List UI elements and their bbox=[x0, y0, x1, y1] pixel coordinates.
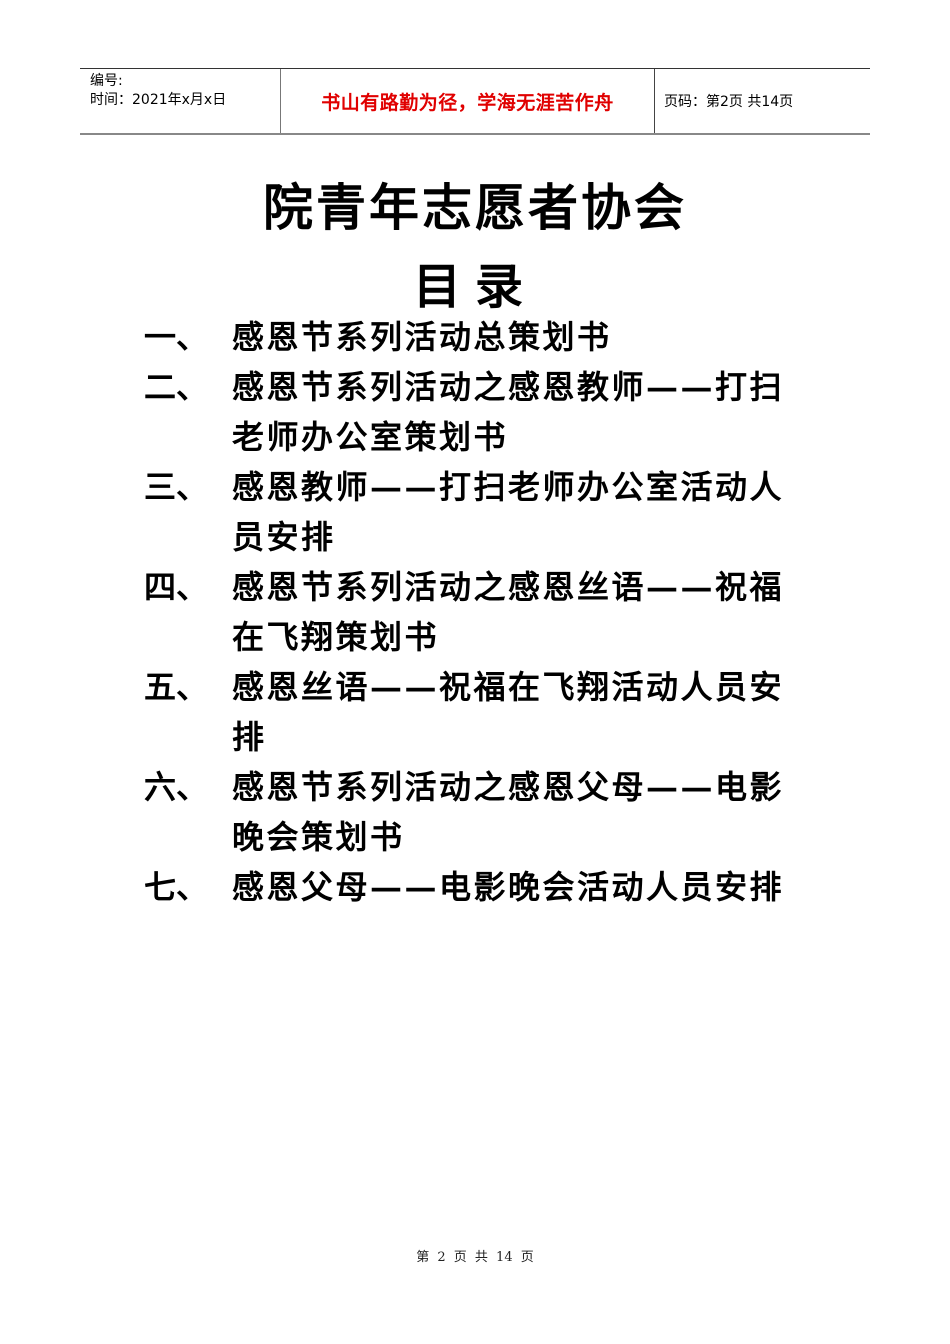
header-page-info: 页码：第2页 共14页 bbox=[664, 94, 794, 110]
toc-item-text: 感恩父母——电影晚会活动人员安排 bbox=[232, 868, 785, 906]
toc-item: 六、 感恩节系列活动之感恩父母——电影晚会策划书 bbox=[144, 762, 824, 862]
toc-item-text: 感恩节系列活动之感恩父母——电影晚会策划书 bbox=[232, 768, 785, 856]
toc-item: 四、 感恩节系列活动之感恩丝语——祝福在飞翔策划书 bbox=[144, 562, 824, 662]
header-meta-cell: 编号: 时间：2021年x月x日 bbox=[80, 69, 281, 133]
toc-heading: 目录 bbox=[412, 259, 537, 315]
toc-item: 三、 感恩教师——打扫老师办公室活动人员安排 bbox=[144, 462, 824, 562]
toc-item-text: 感恩教师——打扫老师办公室活动人员安排 bbox=[232, 468, 785, 556]
toc-item: 一、 感恩节系列活动总策划书 bbox=[144, 312, 824, 362]
header-motto-cell: 书山有路勤为径，学海无涯苦作舟 bbox=[281, 69, 655, 133]
header-motto: 书山有路勤为径，学海无涯苦作舟 bbox=[321, 91, 614, 114]
toc-item-number: 四、 bbox=[144, 568, 209, 606]
page-header: 编号: 时间：2021年x月x日 书山有路勤为径，学海无涯苦作舟 页码：第2页 … bbox=[80, 68, 870, 135]
toc-item-text: 感恩节系列活动总策划书 bbox=[232, 318, 612, 356]
toc-item-number: 一、 bbox=[144, 318, 209, 356]
table-of-contents: 一、 感恩节系列活动总策划书 二、 感恩节系列活动之感恩教师——打扫老师办公室策… bbox=[144, 312, 824, 912]
toc-item: 二、 感恩节系列活动之感恩教师——打扫老师办公室策划书 bbox=[144, 362, 824, 462]
toc-item: 七、 感恩父母——电影晚会活动人员安排 bbox=[144, 862, 824, 912]
document-title: 院青年志愿者协会 bbox=[263, 178, 687, 237]
document-date-label: 时间：2021年x月x日 bbox=[90, 92, 227, 108]
toc-item-number: 三、 bbox=[144, 468, 209, 506]
toc-item-number: 五、 bbox=[144, 668, 209, 706]
toc-item: 五、 感恩丝语——祝福在飞翔活动人员安排 bbox=[144, 662, 824, 762]
toc-item-number: 二、 bbox=[144, 368, 209, 406]
toc-item-text: 感恩丝语——祝福在飞翔活动人员安排 bbox=[232, 668, 785, 756]
toc-item-text: 感恩节系列活动之感恩丝语——祝福在飞翔策划书 bbox=[232, 568, 785, 656]
toc-item-number: 六、 bbox=[144, 768, 209, 806]
header-page-cell: 页码：第2页 共14页 bbox=[655, 69, 870, 133]
document-number-label: 编号: bbox=[90, 73, 123, 89]
page-footer: 第 2 页 共 14 页 bbox=[416, 1250, 534, 1265]
toc-item-number: 七、 bbox=[144, 868, 209, 906]
toc-item-text: 感恩节系列活动之感恩教师——打扫老师办公室策划书 bbox=[232, 368, 785, 456]
